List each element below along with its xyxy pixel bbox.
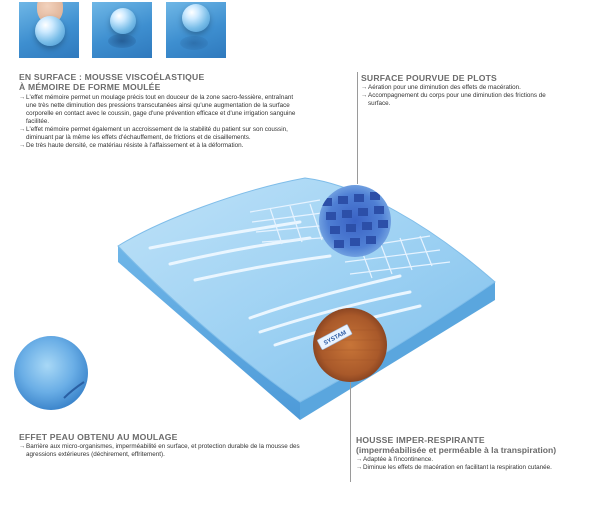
list-item: Accompagnement du corps pour une diminut…	[361, 92, 561, 108]
list-item: De très haute densité, ce matériau résis…	[19, 142, 299, 150]
peau-list: Barrière aux micro-organismes, imperméab…	[19, 443, 304, 459]
list-item: Barrière aux micro-organismes, imperméab…	[19, 443, 304, 459]
plots-callout-line	[357, 72, 358, 184]
surface-title-line1: EN SURFACE : MOUSSE VISCOÉLASTIQUE	[19, 72, 205, 82]
list-item: L'effet mémoire permet un moulage précis…	[19, 94, 299, 126]
plots-title: SURFACE POURVUE DE PLOTS	[361, 73, 497, 83]
housse-subtitle: (imperméabilisée et perméable à la trans…	[356, 445, 557, 455]
thumbnail-press-2	[92, 2, 152, 58]
ball-image	[182, 4, 210, 32]
thumbnail-press-3	[166, 2, 226, 58]
thumbnail-press-1	[19, 2, 79, 58]
peau-edge-mark	[63, 381, 85, 399]
surface-title-line2: À MÉMOIRE DE FORME MOULÉE	[19, 82, 161, 92]
cover-zoom-circle	[313, 308, 387, 382]
ball-image	[110, 8, 136, 34]
foam-dent-image	[108, 34, 136, 48]
list-item: L'effet mémoire permet également un accr…	[19, 126, 299, 142]
housse-callout-line	[350, 382, 351, 482]
cushion-front-right-side	[300, 282, 495, 420]
housse-title: HOUSSE IMPER-RESPIRANTE	[356, 435, 485, 445]
surface-list: L'effet mémoire permet un moulage précis…	[19, 94, 299, 150]
cushion-top	[117, 177, 496, 403]
peau-zoom-circle	[14, 336, 88, 410]
housse-list: Adaptée à l'incontinence. Diminue les ef…	[356, 456, 584, 472]
plots-pattern	[322, 192, 388, 248]
list-item: Diminue les effets de macération en faci…	[356, 464, 584, 472]
list-item: Adaptée à l'incontinence.	[356, 456, 584, 464]
peau-title: EFFET PEAU OBTENU AU MOULAGE	[19, 432, 178, 442]
plots-list: Aération pour une diminution des effets …	[361, 84, 561, 108]
list-item: Aération pour une diminution des effets …	[361, 84, 561, 92]
ball-image	[35, 16, 65, 46]
foam-dent-image	[180, 36, 208, 50]
